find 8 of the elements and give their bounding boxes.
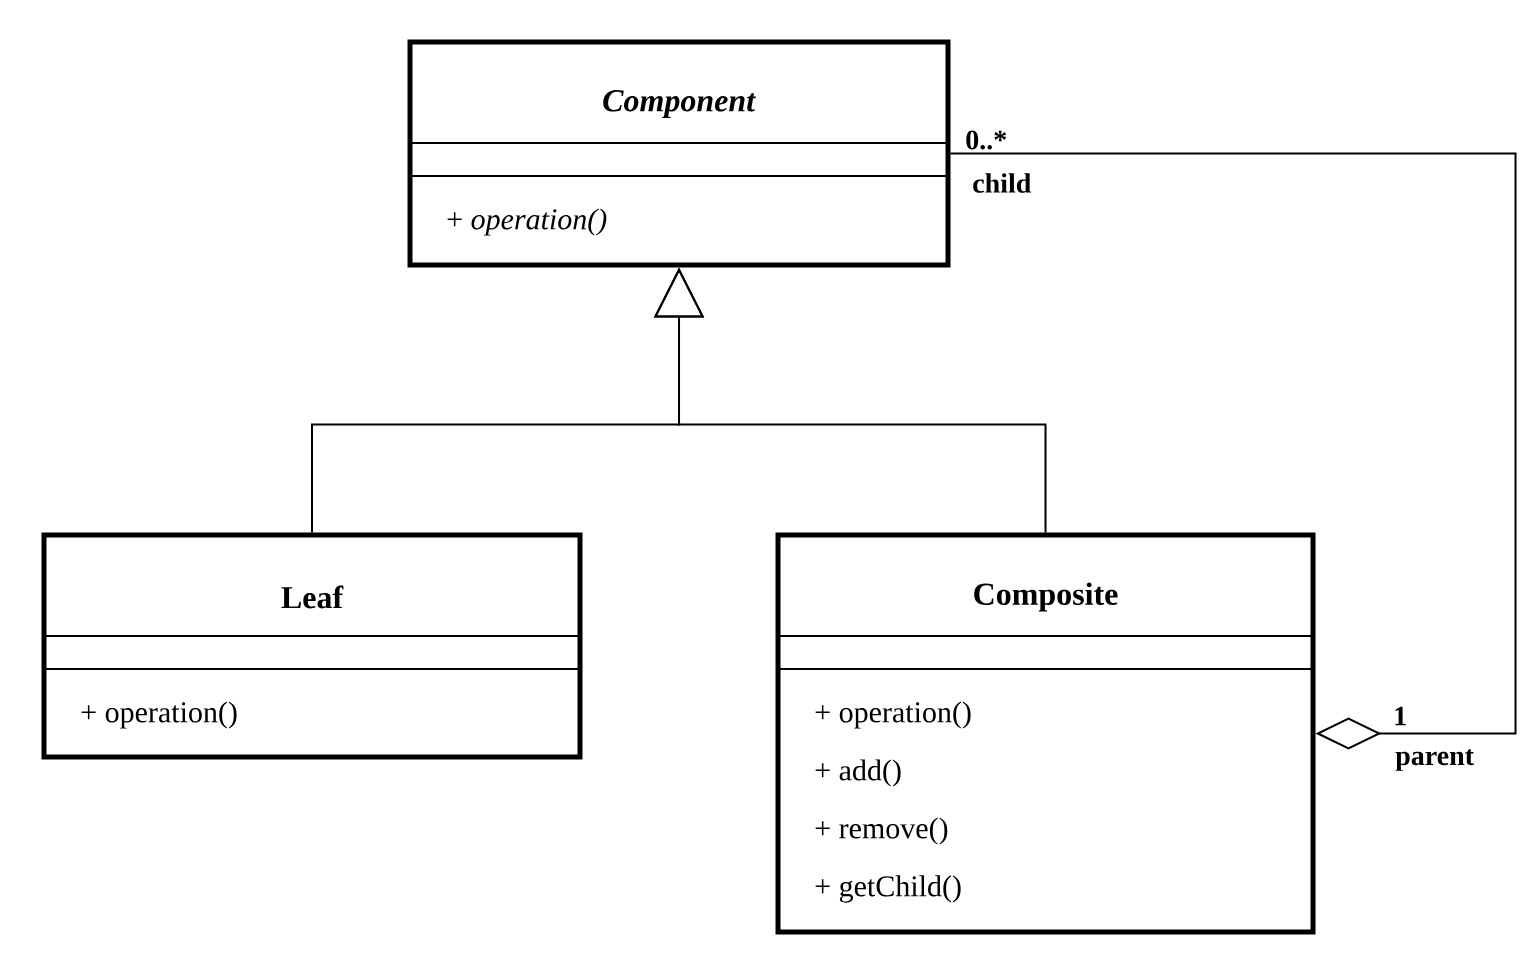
multiplicity-label: parent: [1395, 749, 1474, 771]
class-box: Component + operation(): [407, 39, 951, 268]
class-box: Leaf + operation(): [41, 532, 583, 760]
multiplicity-label: 1: [1395, 706, 1406, 726]
class-box: Composite + operation() + add() + remove() + getChild(): [775, 532, 1316, 935]
multiplicity-label: 0..*: [966, 130, 1007, 150]
multiplicity-label: child: [973, 173, 1032, 193]
aggregation-line: [949, 152, 1517, 750]
